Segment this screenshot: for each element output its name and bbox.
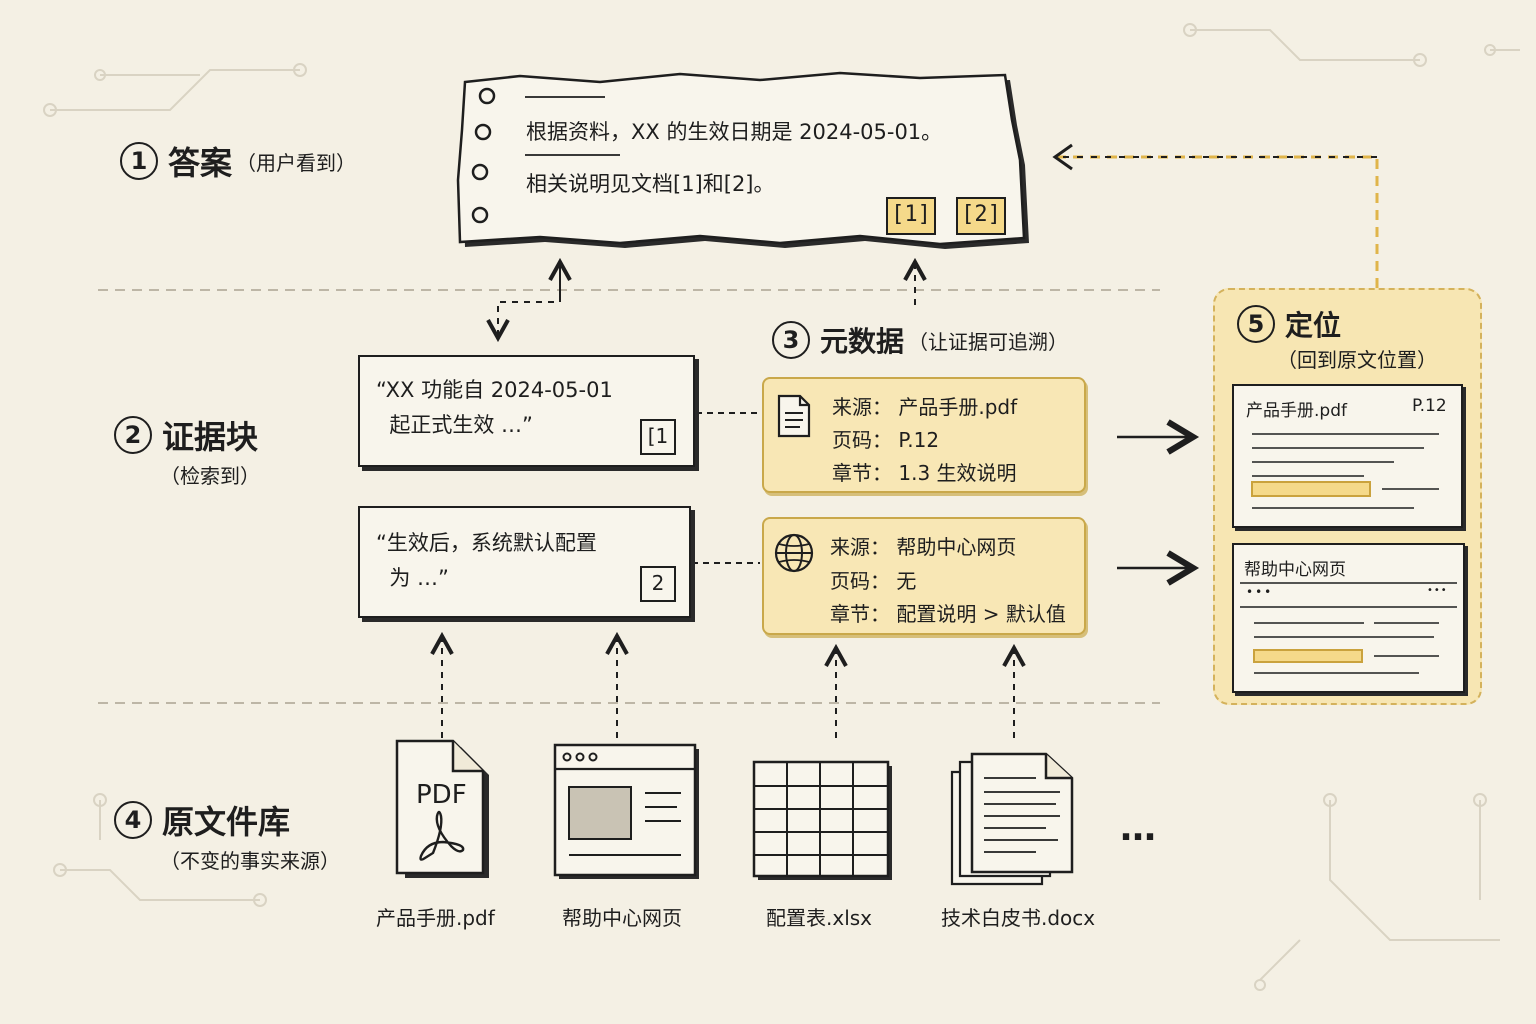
arrow-locate-to-answer [1058, 155, 1379, 288]
more-files-ellipsis: … [1120, 808, 1160, 849]
section-title: 定位 [1285, 309, 1342, 342]
documents-stack-icon [950, 752, 1074, 886]
evidence-quote: “生效后，系统默认配置 为 …” [376, 531, 597, 590]
arrow-evidence-to-answer [498, 260, 561, 338]
pdf-file-icon [395, 739, 489, 878]
file-caption-pdf: 产品手册.pdf [376, 906, 495, 930]
metadata-page: 页码： P.12 [832, 428, 940, 452]
section-note: （用户看到） [236, 150, 357, 175]
preview-title: 产品手册.pdf [1246, 401, 1347, 421]
evidence-block-1[interactable]: “XX 功能自 2024-05-01 起正式生效 …” [1 [358, 355, 695, 467]
evidence-block-2[interactable]: “生效后，系统默认配置 为 …” 2 [358, 506, 691, 618]
metadata-source: 来源： 产品手册.pdf [832, 395, 1018, 419]
section-title: 证据块 [162, 418, 259, 456]
highlight-mark [1251, 481, 1371, 497]
preview-page: P.12 [1412, 396, 1447, 416]
section-number: 5 [1237, 305, 1275, 343]
metadata-card-1[interactable]: 来源： 产品手册.pdf 页码： P.12 章节： 1.3 生效说明 [762, 377, 1086, 493]
highlight-mark [1253, 649, 1363, 663]
circuit-decoration [43, 23, 1520, 991]
answer-line-2: 相关说明见文档[1]和[2]。 [526, 172, 775, 196]
section-note: （让证据可追溯） [908, 329, 1069, 354]
section-number: 2 [114, 416, 152, 454]
file-caption-webpage: 帮助中心网页 [562, 906, 682, 930]
globe-icon [774, 533, 814, 573]
citation-badge-2[interactable]: [2] [956, 197, 1006, 235]
preview-lines [1251, 433, 1439, 509]
section-answer-label: 1 答案（用户看到） [120, 138, 356, 184]
metadata-section: 章节： 1.3 生效说明 [832, 461, 1017, 485]
section-locate-label: 5 定位 [1237, 304, 1341, 344]
metadata-section: 章节： 配置说明 > 默认值 [830, 602, 1066, 626]
evidence-quote: “XX 功能自 2024-05-01 起正式生效 …” [376, 378, 613, 437]
section-title: 原文件库 [162, 803, 291, 841]
notebook-rings [471, 87, 496, 224]
section-evidence-label: 2 证据块 [114, 412, 258, 458]
spreadsheet-icon [752, 760, 892, 880]
citation-badge-1[interactable]: [1] [886, 197, 936, 235]
webpage-icon [553, 743, 699, 879]
file-caption-docx: 技术白皮书.docx [941, 906, 1096, 930]
section-number: 1 [120, 142, 158, 180]
preview-lines [1240, 582, 1457, 674]
locate-preview-webpage[interactable]: 帮助中心网页 ••• ••• [1232, 543, 1465, 693]
metadata-page: 页码： 无 [830, 569, 917, 593]
section-number: 3 [772, 321, 810, 359]
evidence-tag: 2 [640, 566, 676, 602]
locate-preview-pdf[interactable]: 产品手册.pdf P.12 [1232, 384, 1463, 528]
metadata-source: 来源： 帮助中心网页 [830, 535, 1017, 559]
section-number: 4 [114, 801, 152, 839]
section-metadata-label: 3 元数据（让证据可追溯） [772, 320, 1068, 360]
browser-dots: ••• [1246, 585, 1274, 599]
preview-title: 帮助中心网页 [1244, 560, 1346, 580]
file-caption-xlsx: 配置表.xlsx [766, 906, 873, 930]
section-title: 元数据 [820, 325, 905, 358]
section-evidence-note: （检索到） [160, 464, 260, 488]
document-icon [777, 394, 811, 438]
answer-line-1: 根据资料，XX 的生效日期是 2024-05-01。 [526, 120, 943, 144]
browser-more: ••• [1427, 585, 1448, 596]
section-library-label: 4 原文件库 [114, 797, 290, 843]
pdf-label: PDF [416, 780, 467, 810]
evidence-tag: [1 [640, 419, 676, 455]
locate-panel: 5 定位 （回到原文位置） 产品手册.pdf P.12 帮助中心网页 ••• ••… [1213, 288, 1482, 705]
metadata-card-2[interactable]: 来源： 帮助中心网页 页码： 无 章节： 配置说明 > 默认值 [762, 517, 1086, 635]
section-library-note: （不变的事实来源） [160, 849, 340, 873]
section-locate-note: （回到原文位置） [1277, 348, 1437, 372]
section-title: 答案 [168, 144, 233, 182]
